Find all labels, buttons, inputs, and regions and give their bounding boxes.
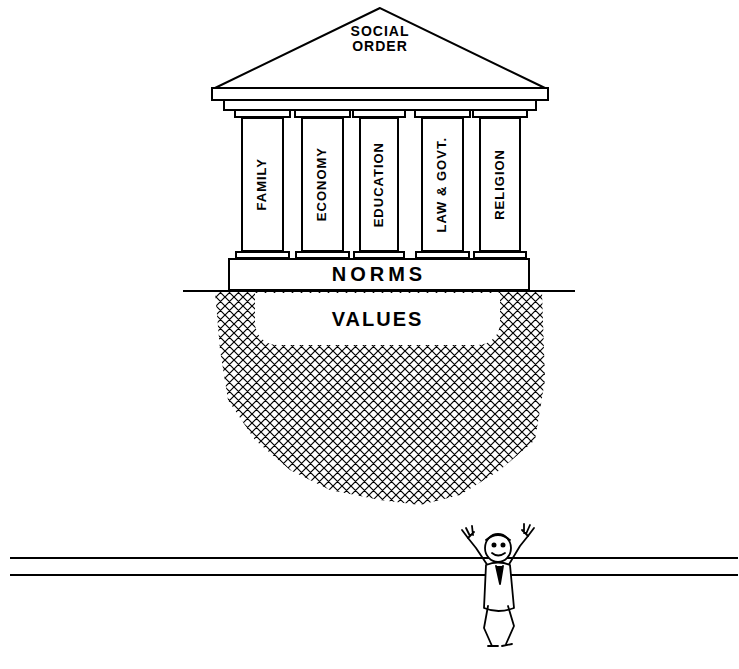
foundation-band: NORMS bbox=[228, 258, 530, 291]
pillar: RELIGION bbox=[479, 117, 521, 252]
node-label: NORMS bbox=[332, 263, 426, 286]
node-label: ECONOMY bbox=[315, 147, 329, 221]
cornice bbox=[212, 88, 548, 100]
node-label: EDUCATION bbox=[372, 142, 386, 227]
node-label: SOCIAL ORDER bbox=[335, 24, 425, 55]
underground-area: VALUES bbox=[255, 293, 500, 345]
pediment-triangle bbox=[215, 8, 545, 88]
node-label: FAMILY bbox=[255, 158, 269, 210]
pillar: LAW & GOVT. bbox=[421, 117, 464, 252]
rail-line bbox=[10, 574, 738, 576]
rail-line bbox=[10, 557, 738, 559]
cartoon-man bbox=[462, 524, 534, 646]
capitals bbox=[235, 110, 527, 117]
pediment: SOCIAL ORDER bbox=[215, 8, 545, 88]
pillar: ECONOMY bbox=[301, 117, 344, 252]
architrave bbox=[224, 100, 536, 110]
pillar: EDUCATION bbox=[359, 117, 399, 252]
node-label: LAW & GOVT. bbox=[435, 137, 449, 233]
soil-crosshatch bbox=[215, 292, 545, 505]
node-label: RELIGION bbox=[493, 149, 507, 220]
pillar: FAMILY bbox=[241, 117, 284, 252]
node-label: VALUES bbox=[332, 308, 424, 331]
